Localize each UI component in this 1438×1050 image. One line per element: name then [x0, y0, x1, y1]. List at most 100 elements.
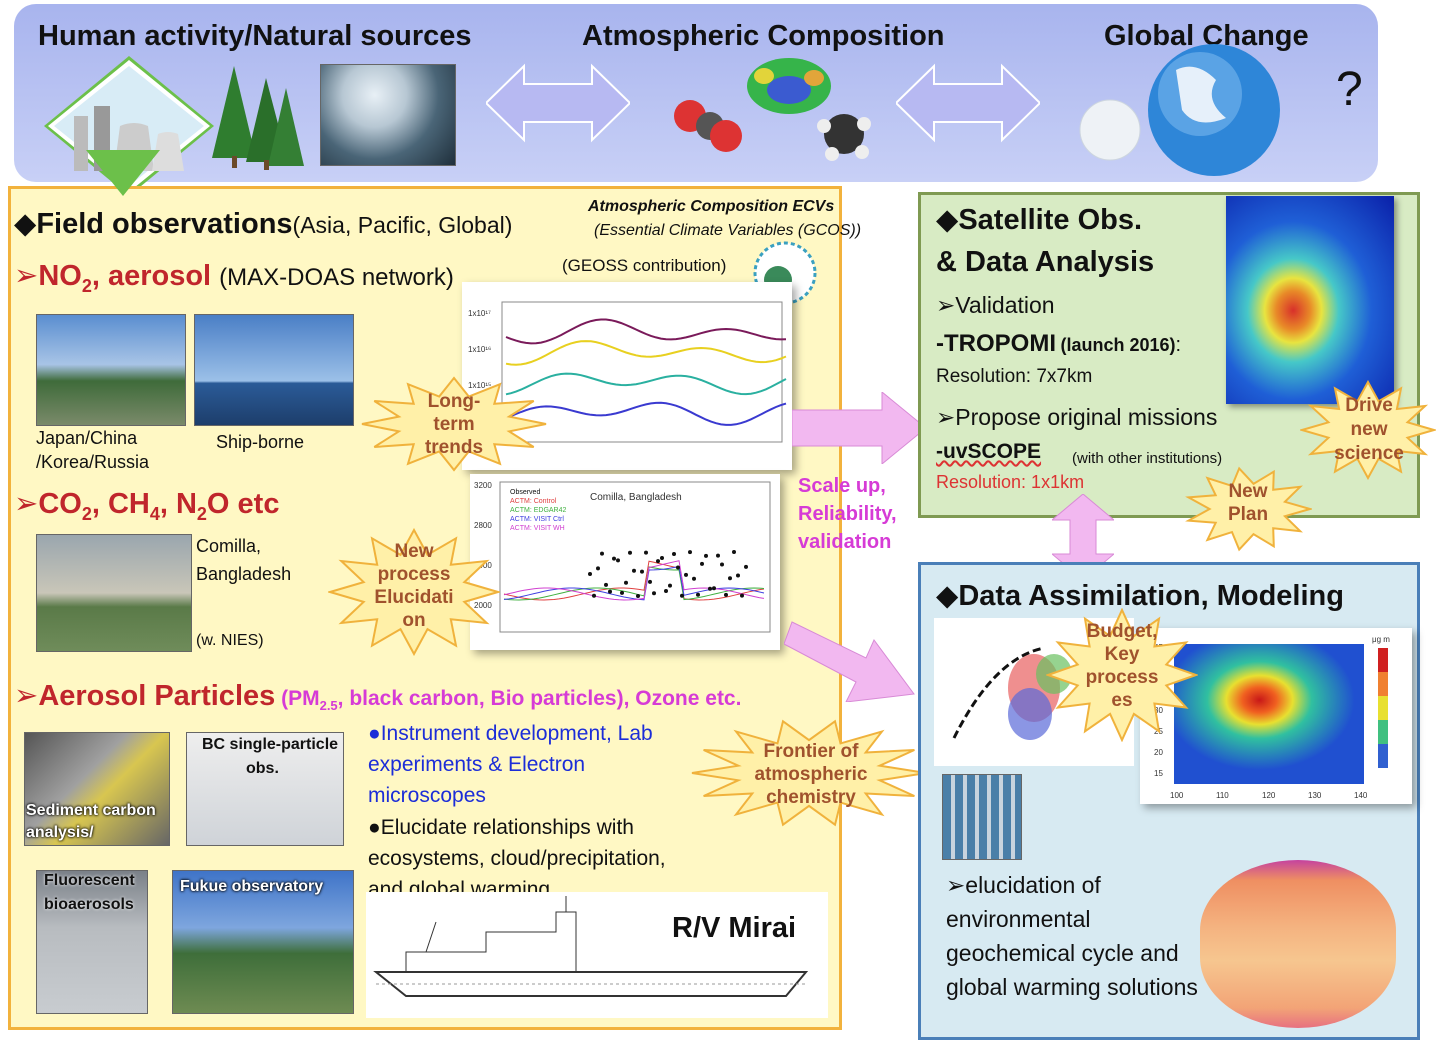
ship-label: Ship-borne — [216, 432, 305, 452]
trend-line — [505, 340, 787, 366]
trend-chart-svg: 1x10¹⁷1x10¹⁶1x10¹⁵1x10¹⁴ — [468, 301, 787, 443]
new-plan-star — [1185, 466, 1312, 552]
unit-label: μg m — [1372, 635, 1390, 644]
trend-line — [505, 318, 787, 345]
trend-line — [505, 401, 787, 426]
long-term-trends-star — [361, 376, 547, 472]
ecv-subtitle: (Essential Climate Variables (GCOS)) — [594, 222, 862, 239]
uvscope-label: -uvSCOPE — [936, 440, 1042, 463]
y-tick-label: 3200 — [474, 481, 492, 490]
molecules-icon — [674, 58, 871, 161]
japan-label-2: /Korea/Russia — [36, 452, 150, 472]
to-satellite-arrow — [792, 392, 926, 464]
lon-tick-label: 140 — [1354, 791, 1368, 800]
fluor-label-2: bioaerosols — [44, 896, 134, 913]
observed-point — [672, 552, 676, 556]
colorbar-segment — [1378, 696, 1388, 720]
colorbar-segment — [1378, 744, 1388, 768]
da-title: ◆Data Assimilation, Modeling — [936, 580, 1344, 612]
model-line — [503, 560, 765, 601]
observed-point — [600, 551, 604, 556]
max-doas-japan-photo — [36, 314, 186, 426]
new-process-star — [328, 528, 500, 656]
green-down-arrow — [86, 150, 160, 196]
sea-spray-photo — [320, 64, 456, 166]
scale-up-text: Scale up,Reliability,validation — [798, 475, 897, 553]
observed-point — [640, 569, 644, 574]
observed-point — [736, 573, 740, 578]
observed-point — [652, 591, 656, 596]
sediment-label-1: Sediment carbon — [26, 802, 156, 819]
observed-point — [620, 590, 624, 595]
plot-frame — [499, 481, 771, 633]
sediment-carbon-photo — [24, 732, 170, 846]
colorbar-segment — [1378, 720, 1388, 744]
propose-label: ➢Propose original missions — [936, 404, 1218, 430]
y-tick-label: 2000 — [474, 601, 492, 610]
observed-point — [728, 576, 732, 581]
fukue-observatory-photo — [172, 870, 354, 1014]
observed-point — [720, 562, 724, 567]
tropomi-line: -TROPOMI (launch 2016): — [936, 330, 1182, 357]
observed-point — [732, 550, 736, 554]
observed-point — [656, 559, 660, 564]
observed-point — [704, 553, 708, 558]
model-line — [503, 565, 765, 601]
trend-line — [505, 372, 787, 396]
observed-point — [664, 589, 668, 593]
legend-entry: ACTM: EDGAR42 — [510, 507, 567, 514]
observed-point — [608, 589, 612, 594]
observed-point — [740, 593, 744, 598]
question-mark: ? — [1336, 63, 1363, 116]
sources-composition-arrow — [486, 63, 630, 143]
drive-new-science-star — [1300, 380, 1436, 480]
lat-tick-label: 15 — [1154, 769, 1163, 778]
tropomi-resolution: Resolution: 7x7km — [936, 366, 1093, 387]
to-assimilation-arrow — [784, 621, 915, 702]
frontier-star — [691, 719, 927, 827]
model-map-svg: 45403530252015100110120130140μg m — [1154, 635, 1390, 800]
observed-point — [712, 586, 716, 591]
observed-point — [680, 593, 684, 598]
sediment-label-2: analysis/ — [26, 824, 94, 841]
observed-point — [624, 580, 628, 585]
observed-point — [700, 561, 704, 566]
no2-heading: ➢NO2, aerosol (MAX-DOAS network) — [14, 260, 454, 296]
rv-mirai-label: R/V Mirai — [672, 912, 797, 944]
supercomputer-photo — [942, 774, 1022, 860]
fluor-label-1: Fluorescent — [44, 872, 135, 889]
satellite-title-1: ◆Satellite Obs. — [936, 204, 1143, 236]
legend-entry: ACTM: VISIT Ctrl — [510, 516, 564, 523]
observed-point — [692, 576, 696, 581]
observed-point — [616, 558, 620, 563]
observed-point — [676, 565, 680, 570]
composition-change-arrow — [896, 63, 1040, 143]
globe-icon — [1079, 44, 1280, 176]
budget-star — [1046, 608, 1198, 742]
other-institutions: (with other institutions) — [1072, 450, 1223, 467]
observed-point — [744, 564, 748, 569]
legend-entry: Observed — [510, 489, 540, 496]
observed-point — [724, 592, 728, 597]
validation-label: ➢Validation — [936, 292, 1055, 318]
japan-label-1: Japan/China — [36, 428, 138, 448]
y-tick-label: 1x10¹⁷ — [468, 309, 491, 318]
y-tick-label: 1x10¹⁵ — [468, 381, 491, 390]
colorbar-segment — [1378, 648, 1388, 672]
comilla-label-1: Comilla, — [196, 536, 262, 556]
chart-title: Comilla, Bangladesh — [590, 492, 682, 503]
pm25-model-map: 45403530252015100110120130140μg m — [1140, 628, 1412, 804]
observed-point — [648, 579, 652, 584]
observed-point — [688, 550, 692, 555]
satellite-title-2: & Data Analysis — [936, 246, 1155, 278]
y-tick-label: 2800 — [474, 521, 492, 530]
observed-point — [708, 586, 712, 591]
lon-tick-label: 120 — [1262, 791, 1276, 800]
lon-tick-label: 110 — [1216, 791, 1229, 800]
heatmap — [1174, 644, 1364, 784]
